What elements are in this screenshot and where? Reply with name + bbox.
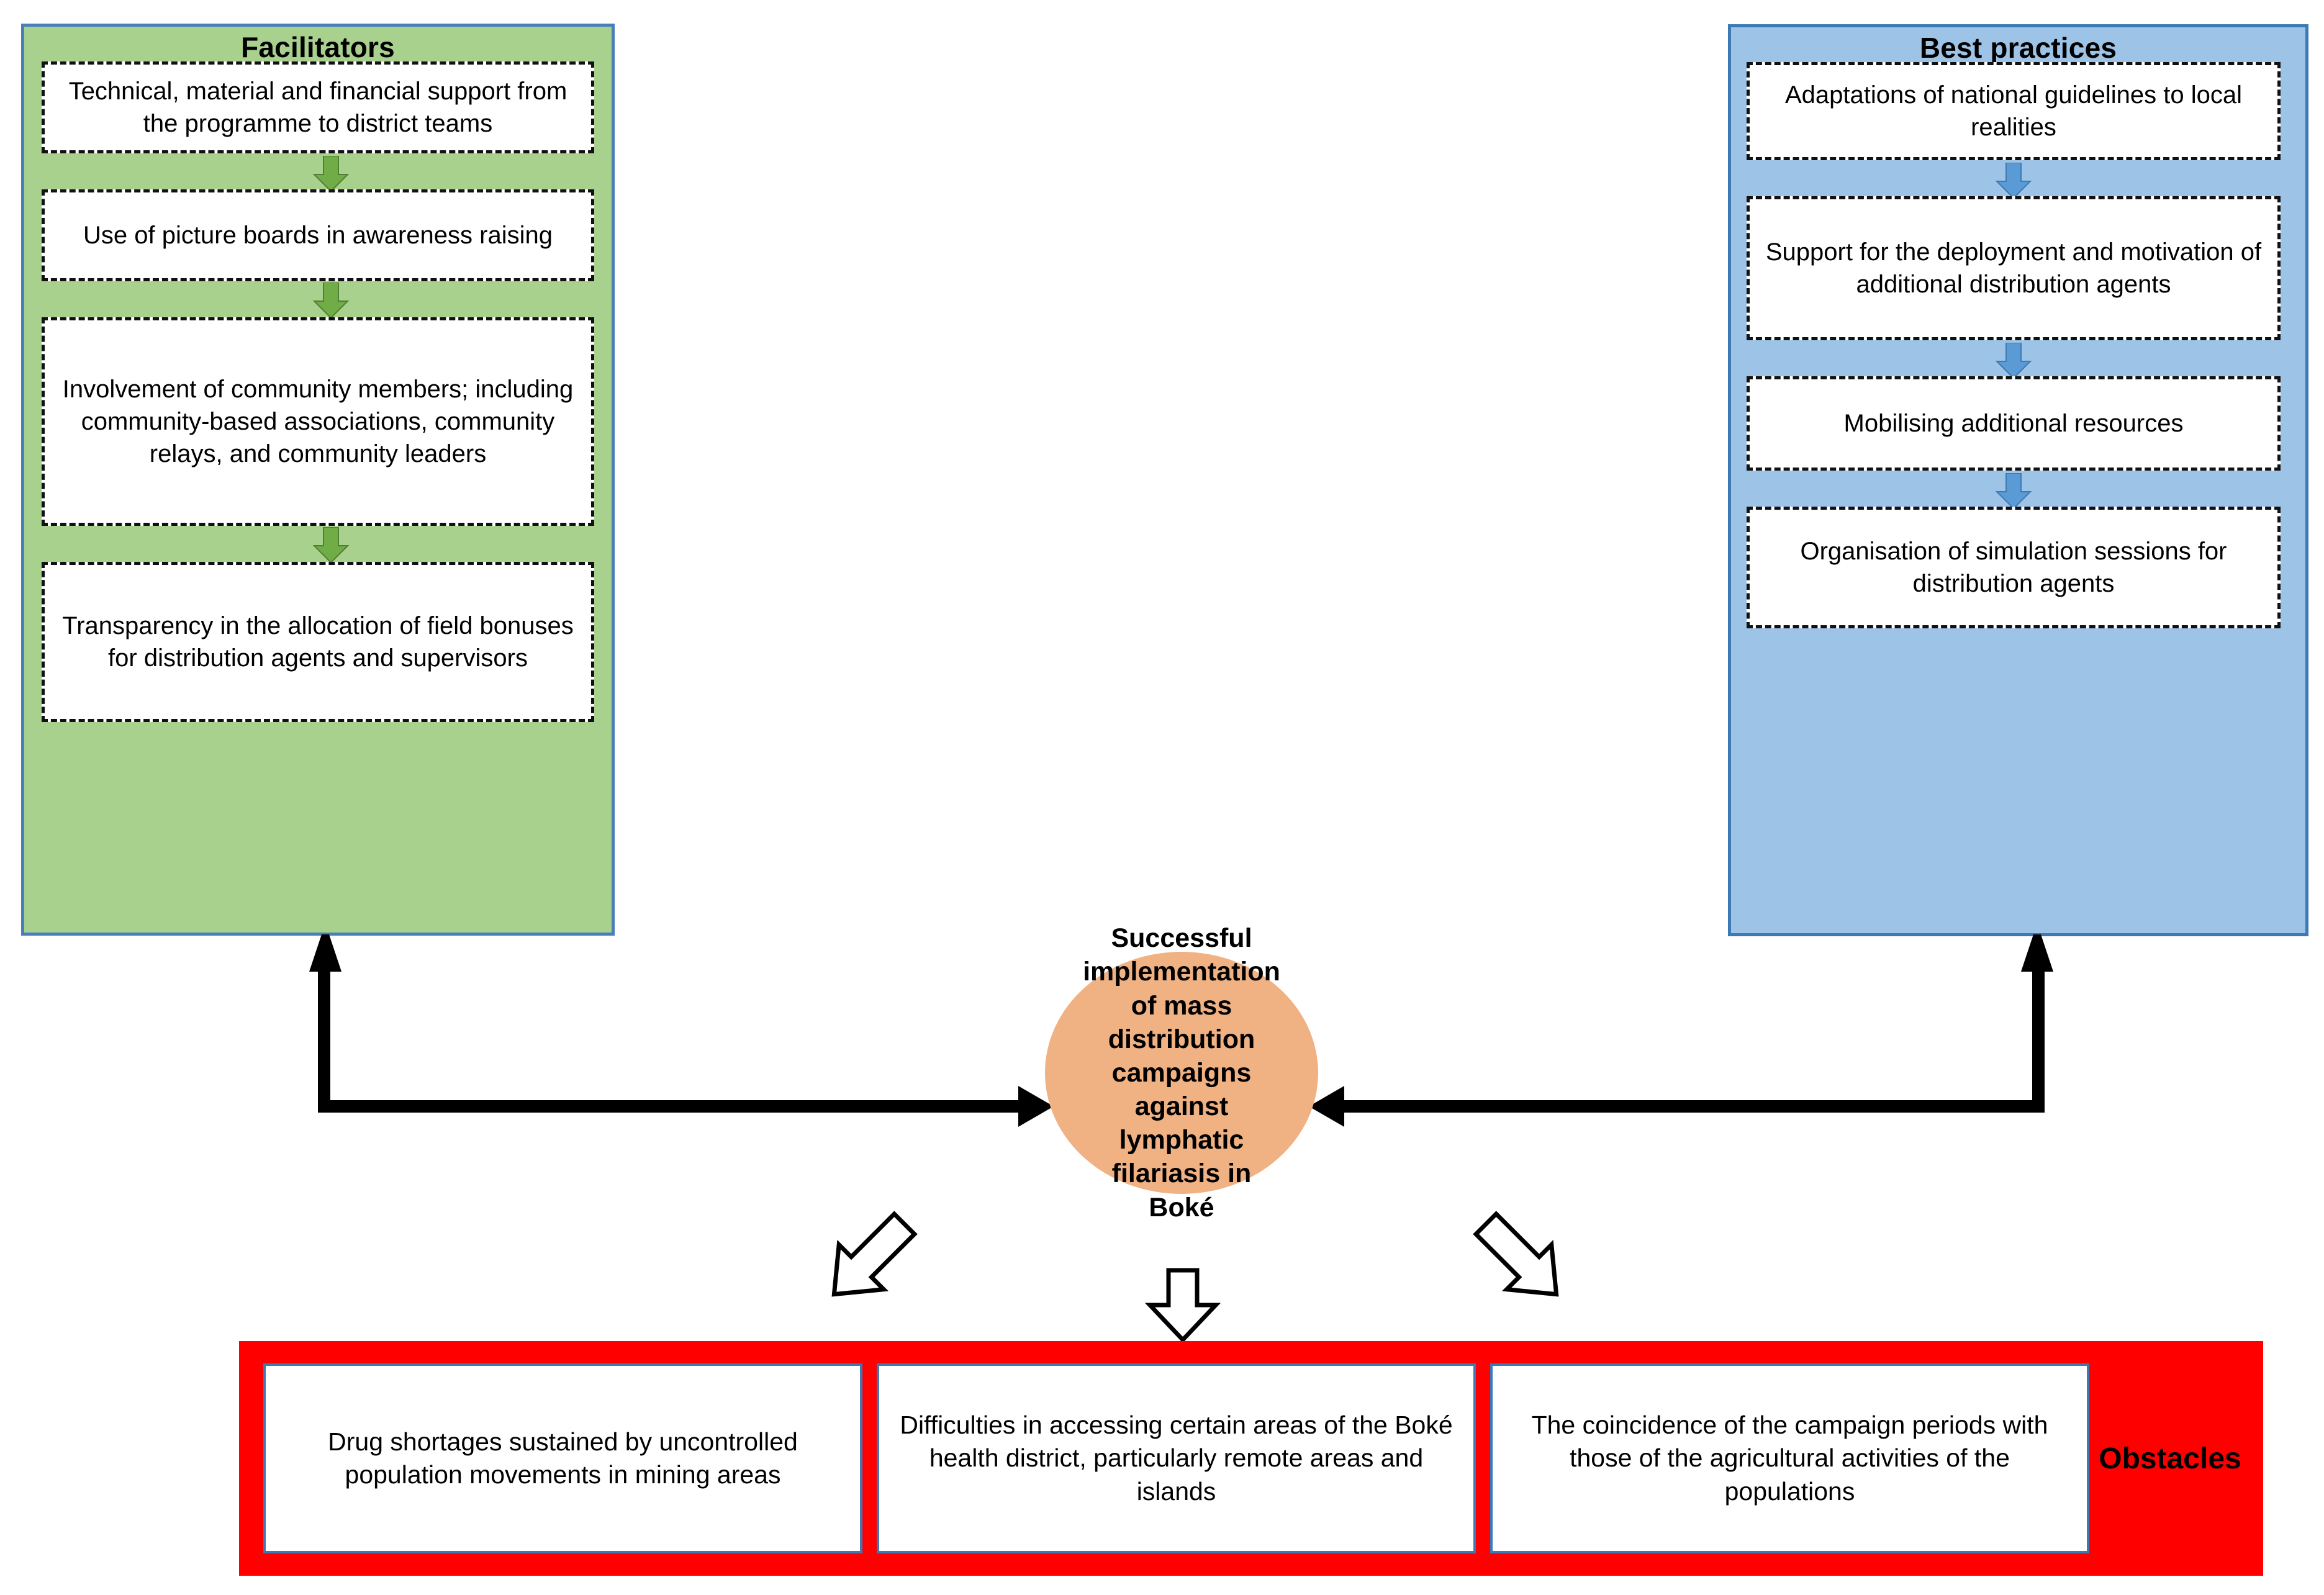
obstacle-box: Difficulties in accessing certain areas … [877,1363,1476,1553]
block-arrow-down-right-icon [1462,1203,1580,1315]
obstacles-title: Obstacles [2099,1442,2241,1475]
best-practice-step-box: Support for the deployment and motivatio… [1747,196,2281,340]
facilitator-step-box: Technical, material and financial suppor… [42,61,594,153]
connector-facilitators-to-center [304,934,1056,1127]
chevron-down-icon [312,156,350,192]
facilitator-step-box: Use of picture boards in awareness raisi… [42,189,594,281]
chevron-down-icon [1994,163,2033,199]
obstacle-label: Difficulties in accessing certain areas … [900,1411,1453,1506]
obstacle-label: The coincidence of the campaign periods … [1531,1411,2048,1506]
obstacle-box: Drug shortages sustained by uncontrolled… [263,1363,862,1553]
facilitator-step-box: Transparency in the allocation of field … [42,562,594,722]
central-outcome-ellipse: Successful implementation of mass distri… [1045,923,1318,1222]
best-practice-step-label: Support for the deployment and motivatio… [1765,238,2262,298]
best-practice-step-label: Organisation of simulation sessions for … [1800,538,2227,597]
best-practices-panel: Best practices Adaptations of national g… [1728,24,2308,936]
block-arrow-down-left-icon [810,1203,928,1315]
best-practice-step-box: Adaptations of national guidelines to lo… [1747,62,2281,160]
facilitator-step-label: Transparency in the allocation of field … [62,612,574,672]
obstacles-band: Drug shortages sustained by uncontrolled… [239,1341,2263,1576]
facilitator-step-label: Involvement of community members; includ… [62,376,574,468]
facilitator-step-box: Involvement of community members; includ… [42,317,594,526]
facilitator-step-label: Use of picture boards in awareness raisi… [83,222,553,249]
facilitators-panel: Facilitators Technical, material and fin… [21,24,615,936]
obstacle-label: Drug shortages sustained by uncontrolled… [328,1427,798,1489]
block-arrow-down-icon [1142,1267,1223,1347]
best-practice-step-label: Mobilising additional resources [1843,410,2184,437]
central-outcome-label: Successful implementation of mass distri… [1083,923,1280,1222]
obstacle-box: The coincidence of the campaign periods … [1490,1363,2089,1553]
chevron-down-icon [312,282,350,319]
chevron-down-icon [312,527,350,563]
best-practice-step-box: Mobilising additional resources [1747,376,2281,471]
best-practice-step-box: Organisation of simulation sessions for … [1747,507,2281,628]
facilitators-title: Facilitators [241,31,395,63]
chevron-down-icon [1994,473,2033,509]
chevron-down-icon [1994,343,2033,379]
best-practice-step-label: Adaptations of national guidelines to lo… [1784,81,2243,141]
facilitator-step-label: Technical, material and financial suppor… [68,78,567,137]
connector-best-practices-to-center [1307,934,2058,1127]
best-practices-title: Best practices [1919,32,2117,64]
